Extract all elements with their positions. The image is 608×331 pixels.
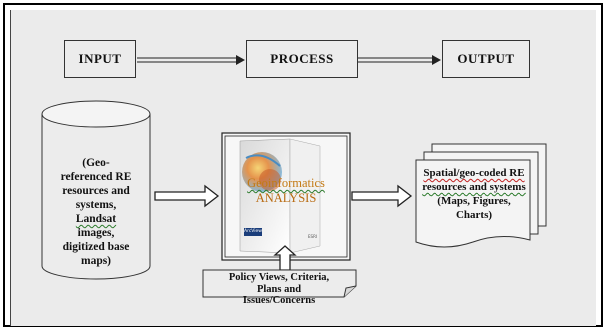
cylinder-line: maps) [80,255,112,267]
process-box: PROCESS [246,40,358,78]
analysis-text: Geoinformatics ANALYSIS [228,176,344,206]
arrow-process-to-output [358,55,441,65]
output-label: OUTPUT [457,51,515,66]
cylinder-text: (Geo- referenced RE resources and system… [48,156,144,268]
cylinder-line: referenced RE [60,171,132,183]
outputs-line: Spatial/geo-coded RE [423,167,525,179]
outputs-line: Charts) [455,209,493,221]
outputs-line: resources and systems [422,181,526,193]
cylinder-line: (Geo- [82,157,110,169]
policy-line: Issues/Concerns [242,295,316,306]
input-label: INPUT [78,51,122,66]
data-cylinder [41,100,151,280]
cylinder-line: systems, [75,199,117,211]
input-box: INPUT [64,40,136,78]
analysis-line1: Geoinformatics [247,176,325,190]
software-brand: ArcView [244,229,262,234]
process-label: PROCESS [270,51,334,66]
arrow-policy-to-analysis [273,245,297,271]
outputs-multidocument [415,143,547,248]
cylinder-line: Landsat [75,213,117,225]
arrow-input-to-process [137,55,245,65]
analysis-box: ESRI [221,132,351,261]
arrow-cylinder-to-analysis [154,184,220,208]
arrow-analysis-to-outputs [351,184,413,208]
analysis-line2: ANALYSIS [255,191,317,205]
policy-line: Plans and [256,283,302,295]
cylinder-line: resources and [62,185,130,197]
svg-text:ESRI: ESRI [308,234,317,239]
policy-document [202,269,357,298]
outputs-line: (Maps, Figures, [437,195,511,207]
policy-text: Policy Views, Criteria, Plans and Issues… [204,272,354,307]
outputs-text: Spatial/geo-coded RE resources and syste… [416,166,532,222]
cylinder-line: digitized base [62,241,130,253]
policy-line: Policy Views, Criteria, [228,272,330,283]
output-box: OUTPUT [442,40,530,78]
diagram-frame [3,3,603,327]
cylinder-line: images, [77,227,115,239]
